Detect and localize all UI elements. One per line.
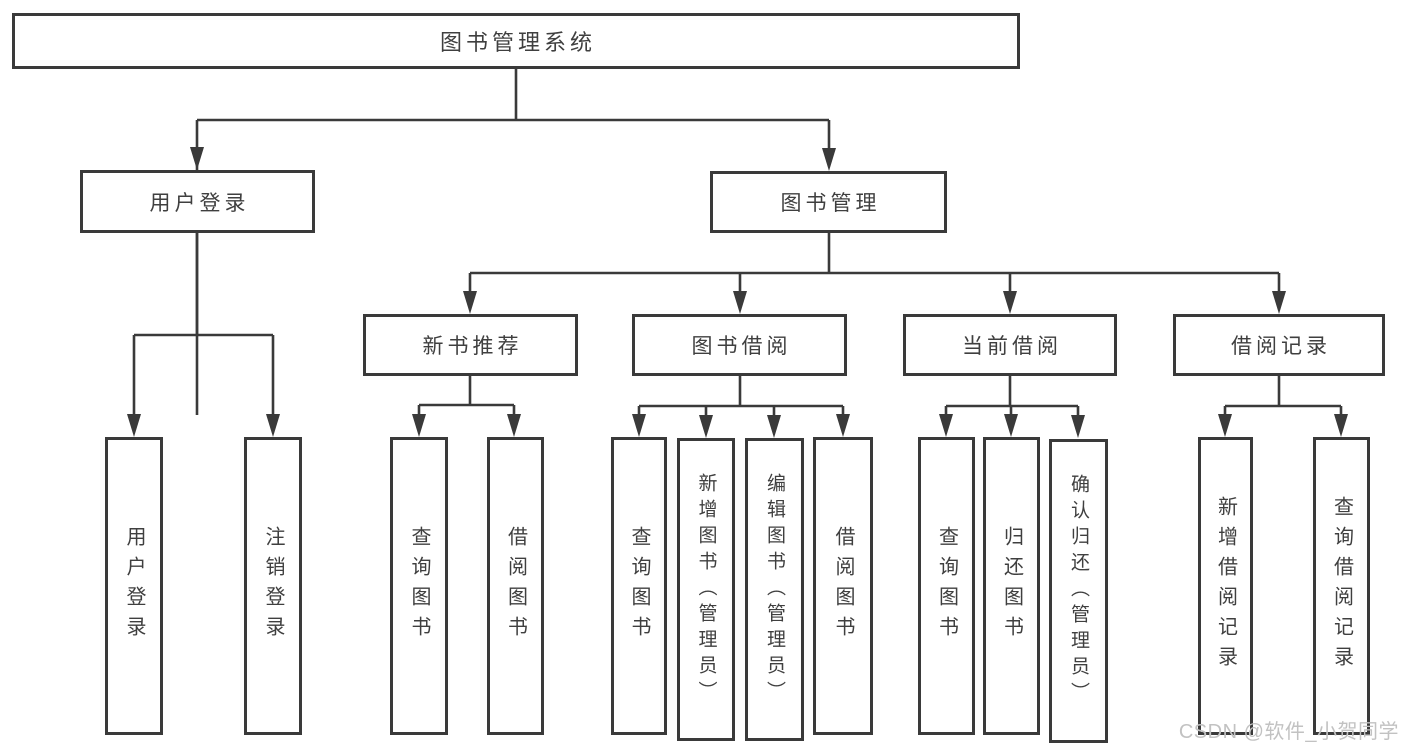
node-label: 查询借阅记录	[1330, 496, 1353, 676]
node-new-book-recommend: 新书推荐	[363, 314, 578, 376]
node-leaf-borrow-borrow-books: 借阅图书	[813, 437, 873, 735]
node-label: 图书管理系统	[439, 30, 596, 55]
connector-user-login-children	[127, 233, 280, 437]
node-leaf-current-confirm-return-admin: 确认归还（管理员）	[1049, 439, 1108, 743]
node-leaf-borrow-add-books-admin: 新增图书（管理员）	[677, 438, 735, 741]
node-label: 借阅图书	[832, 526, 854, 646]
node-book-management: 图书管理	[710, 171, 947, 233]
node-leaf-current-query-books: 查询图书	[918, 437, 975, 735]
node-leaf-borrow-edit-books-admin: 编辑图书（管理员）	[745, 438, 804, 741]
connector-borrow-records-children	[1218, 376, 1348, 437]
node-label: 图书管理	[780, 192, 881, 215]
node-leaf-borrow-query-books: 查询图书	[611, 437, 667, 735]
node-current-borrow: 当前借阅	[903, 314, 1117, 376]
node-label: 新增借阅记录	[1214, 496, 1237, 676]
node-label: 用户登录	[149, 191, 250, 215]
node-label: 归还图书	[1000, 526, 1023, 646]
node-label: 查询图书	[628, 526, 650, 646]
node-leaf-newbook-borrow-books: 借阅图书	[487, 437, 544, 735]
node-label: 查询图书	[408, 526, 430, 646]
node-label: 编辑图书（管理员）	[764, 472, 785, 707]
node-leaf-current-return-books: 归还图书	[983, 437, 1040, 735]
node-leaf-newbook-query-books: 查询图书	[390, 437, 448, 735]
node-root-library-system: 图书管理系统	[12, 13, 1020, 69]
node-label: 确认归还（管理员）	[1068, 474, 1089, 708]
connector-new-book-children	[412, 376, 521, 437]
node-label: 图书借阅	[691, 335, 792, 358]
node-leaf-records-add-record: 新增借阅记录	[1198, 437, 1253, 735]
node-book-borrow: 图书借阅	[632, 314, 847, 376]
node-borrow-records: 借阅记录	[1173, 314, 1385, 376]
connector-book-mgmt-children	[463, 233, 1286, 314]
connector-current-borrow-children	[939, 376, 1085, 438]
connector-book-borrow-children	[632, 376, 850, 438]
node-leaf-records-query-record: 查询借阅记录	[1313, 437, 1370, 735]
node-leaf-logout: 注销登录	[244, 437, 302, 735]
node-label: 当前借阅	[962, 335, 1062, 358]
node-user-login: 用户登录	[80, 170, 315, 233]
watermark: CSDN @软件_小贺同学	[1178, 721, 1399, 743]
node-label: 借阅记录	[1231, 335, 1331, 358]
node-leaf-user-login: 用户登录	[105, 437, 163, 735]
node-label: 查询图书	[935, 526, 958, 646]
node-label: 新书推荐	[422, 335, 523, 358]
connector-root-to-level2	[190, 68, 836, 415]
node-label: 注销登录	[262, 526, 284, 646]
node-label: 新增图书（管理员）	[695, 472, 717, 707]
node-label: 用户登录	[123, 526, 145, 646]
node-label: 借阅图书	[504, 526, 527, 646]
